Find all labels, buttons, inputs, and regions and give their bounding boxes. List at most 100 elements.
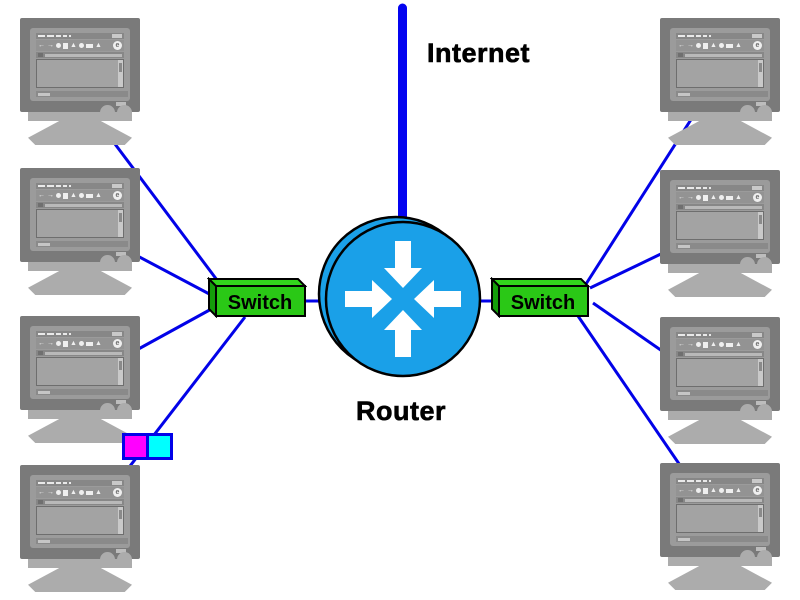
monitor-stand xyxy=(668,273,772,297)
stop-icon xyxy=(56,341,61,346)
menu-item xyxy=(678,187,685,189)
favorites-icon: ▲ xyxy=(94,192,102,199)
power-led xyxy=(756,254,766,258)
forward-icon: → xyxy=(687,487,694,494)
status-chip xyxy=(38,242,50,246)
link-pc-left-2 xyxy=(129,250,216,299)
document-icon xyxy=(703,341,708,348)
address-icon xyxy=(678,205,683,209)
menu-bar xyxy=(676,33,764,39)
monitor-body: ← → ▲ ▲ e xyxy=(660,317,780,411)
address-icon xyxy=(38,500,43,504)
switch-front-face xyxy=(498,285,589,317)
browser-window: ← → ▲ ▲ e xyxy=(676,332,764,387)
pc-right-1: ← → ▲ ▲ e xyxy=(660,18,780,148)
stop-icon xyxy=(696,195,701,200)
page-content xyxy=(37,60,118,87)
search-icon xyxy=(718,43,724,48)
search-icon xyxy=(78,341,84,346)
home-icon: ▲ xyxy=(70,340,77,347)
back-icon: ← xyxy=(38,489,45,496)
monitor-stand xyxy=(668,121,772,145)
window-controls-icon xyxy=(752,333,762,337)
scrollbar xyxy=(758,505,763,532)
menu-item xyxy=(687,334,694,336)
switch-top-face xyxy=(207,278,307,287)
menu-item xyxy=(69,482,71,484)
menu-item xyxy=(56,333,61,335)
monitor-body: ← → ▲ ▲ e xyxy=(20,18,140,112)
switch-left-label: Switch xyxy=(228,292,292,314)
monitor-body: ← → ▲ ▲ e xyxy=(20,168,140,262)
menu-bar xyxy=(36,331,124,337)
print-icon xyxy=(725,342,733,347)
status-bar xyxy=(676,243,768,249)
monitor-neck xyxy=(668,557,772,566)
status-bar xyxy=(36,538,128,544)
menu-item xyxy=(63,35,67,37)
window-controls-icon xyxy=(752,186,762,190)
address-field xyxy=(685,205,762,209)
monitor-stand xyxy=(28,271,132,295)
forward-icon: → xyxy=(47,42,54,49)
page-content xyxy=(37,507,118,534)
menu-bar xyxy=(36,480,124,486)
connector-magenta-cell xyxy=(125,436,146,457)
toolbar: ← → ▲ ▲ e xyxy=(36,190,124,201)
forward-icon: → xyxy=(687,42,694,49)
router-front-disc xyxy=(324,220,482,378)
window-controls-icon xyxy=(752,479,762,483)
stop-icon xyxy=(56,490,61,495)
address-bar xyxy=(36,350,124,356)
home-icon: ▲ xyxy=(710,487,717,494)
scrollbar-thumb xyxy=(119,213,122,222)
search-icon xyxy=(718,195,724,200)
address-field xyxy=(685,352,762,356)
menu-item xyxy=(47,482,54,484)
scrollbar xyxy=(118,210,123,237)
monitor-body: ← → ▲ ▲ e xyxy=(660,463,780,557)
browser-logo-icon: e xyxy=(113,41,122,50)
status-bar xyxy=(36,91,128,97)
document-icon xyxy=(63,192,68,199)
page-content-area xyxy=(676,211,764,240)
menu-bar xyxy=(676,185,764,191)
scrollbar-thumb xyxy=(119,361,122,370)
switch-front-face xyxy=(215,285,306,317)
address-icon xyxy=(678,498,683,502)
favorites-icon: ▲ xyxy=(734,341,742,348)
status-chip xyxy=(678,391,690,395)
status-chip xyxy=(678,92,690,96)
address-field xyxy=(685,53,762,57)
pc-right-2: ← → ▲ ▲ e xyxy=(660,170,780,300)
power-led xyxy=(116,549,126,553)
link-pc-right-1 xyxy=(584,117,694,285)
browser-logo-icon: e xyxy=(113,191,122,200)
monitor-body: ← → ▲ ▲ e xyxy=(660,170,780,264)
window-controls-icon xyxy=(752,34,762,38)
favorites-icon: ▲ xyxy=(734,194,742,201)
window-controls-icon xyxy=(112,34,122,38)
favorites-icon: ▲ xyxy=(94,489,102,496)
menu-item xyxy=(56,185,61,187)
toolbar: ← → ▲ ▲ e xyxy=(676,339,764,350)
scrollbar-thumb xyxy=(119,510,122,519)
back-icon: ← xyxy=(678,194,685,201)
toolbar: ← → ▲ ▲ e xyxy=(36,487,124,498)
address-bar xyxy=(676,52,764,58)
document-icon xyxy=(703,42,708,49)
menu-item xyxy=(38,482,45,484)
address-icon xyxy=(678,352,683,356)
link-pc-right-2 xyxy=(589,250,666,290)
address-bar xyxy=(36,52,124,58)
search-icon xyxy=(78,490,84,495)
menu-bar xyxy=(676,332,764,338)
menu-item xyxy=(678,480,685,482)
link-pc-left-4 xyxy=(108,316,247,493)
scrollbar-thumb xyxy=(759,362,762,371)
monitor-neck xyxy=(28,559,132,568)
pc-left-2: ← → ▲ ▲ e xyxy=(20,168,140,298)
link-pc-right-3 xyxy=(592,301,666,355)
monitor-neck xyxy=(668,411,772,420)
menu-item xyxy=(696,334,701,336)
